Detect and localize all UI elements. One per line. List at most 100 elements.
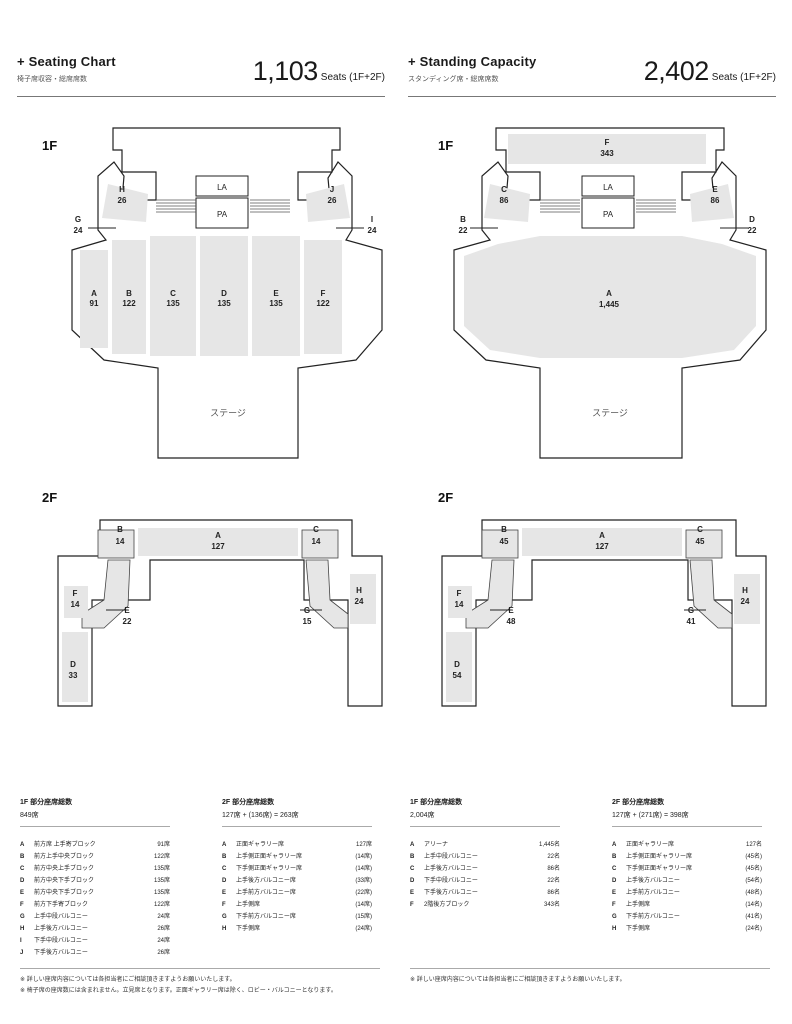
standing-2f-a-count: 127 xyxy=(595,542,609,551)
row-key: C xyxy=(410,866,415,872)
row-key: C xyxy=(612,866,617,872)
seating-1f-d-name: D xyxy=(221,289,227,298)
row-name: 前方上手中央ブロック xyxy=(34,854,95,860)
row-name: 上手後方バルコニー xyxy=(34,926,88,932)
standing-1f-f-name: F xyxy=(605,138,610,147)
seating-2f-c-name: C xyxy=(313,525,319,534)
seating-2f-h-count: 24 xyxy=(355,597,364,606)
row-key: C xyxy=(222,866,227,872)
row-value: 122席 xyxy=(153,854,170,860)
standing-1f-c-name: C xyxy=(501,185,507,194)
seating-1f-g-count: 24 xyxy=(74,226,83,235)
row-key: J xyxy=(20,950,24,956)
standing-1f-stage-label: ステージ xyxy=(592,408,628,419)
standing-2f-block-h xyxy=(734,574,760,624)
standing-2f-b-count: 45 xyxy=(500,537,509,546)
seating-1f-e-name: E xyxy=(273,289,279,298)
standing-1f-table-subtitle: 2,004席 xyxy=(410,810,560,827)
row-value: (45名) xyxy=(745,854,762,860)
row-key: A xyxy=(222,842,227,848)
seating-1f-block-a xyxy=(80,250,108,348)
seating-2f-b-count: 14 xyxy=(116,537,125,546)
standing-1f-d-name: D xyxy=(749,215,755,224)
standing-1f-map: 1F F 343 C 86 E 86 B 22 D 22 LA PA A 1,4… xyxy=(438,127,767,459)
row-value: (45名) xyxy=(745,866,762,872)
seating-chart-subtitle: 椅子席収容・総席席数 xyxy=(17,76,87,83)
row-value: 24席 xyxy=(157,914,170,920)
standing-1f-table-title: 1F 部分座席総数 xyxy=(410,799,463,806)
row-key: I xyxy=(20,938,22,944)
standing-2f-block-c xyxy=(685,529,723,559)
standing-2f-block-d xyxy=(446,632,472,702)
row-value: (22席) xyxy=(355,890,372,896)
seating-2f-g-count: 15 xyxy=(303,617,312,626)
standing-1f-d-count: 22 xyxy=(748,226,757,235)
row-key: F xyxy=(20,902,24,908)
standing-1f-pa-label: PA xyxy=(603,210,614,219)
row-name: 下手側席 xyxy=(236,926,261,932)
seating-2f-h-name: H xyxy=(356,586,362,595)
row-key: H xyxy=(612,926,617,932)
standing-1f-c-count: 86 xyxy=(500,196,509,205)
row-key: G xyxy=(222,914,227,920)
row-name: 下手中段バルコニー xyxy=(34,938,88,944)
standing-1f-block-e xyxy=(690,184,734,222)
standing-1f-block-c xyxy=(484,184,530,222)
standing-1f-b-count: 22 xyxy=(459,226,468,235)
standing-2f-table-title: 2F 部分座席総数 xyxy=(612,799,665,806)
row-value: 86名 xyxy=(547,890,560,896)
floor-maps: 1F H 26 J 26 G 24 I 24 LA PA A 91 B 122 … xyxy=(42,127,767,707)
row-value: (15席) xyxy=(355,914,372,920)
standing-1f-label: 1F xyxy=(438,138,453,153)
standing-1f-b-name: B xyxy=(460,215,466,224)
row-name: 正面ギャラリー席 xyxy=(236,842,285,848)
row-value: (24名) xyxy=(745,926,762,932)
seating-1f-j-name: J xyxy=(330,185,334,194)
seating-2f-f-count: 14 xyxy=(71,600,80,609)
standing-capacity-subtitle: スタンディング席・総席席数 xyxy=(408,76,499,83)
seating-2f-f-name: F xyxy=(73,589,78,598)
row-value: 135席 xyxy=(153,878,170,884)
seating-note-1: ※ 詳しい座席内容については各担当者にご相談頂きますようお願いいたします。 xyxy=(20,977,236,983)
row-name: 下手中段バルコニー xyxy=(424,878,478,884)
row-key: B xyxy=(410,854,415,860)
standing-2f-c-name: C xyxy=(697,525,703,534)
row-key: D xyxy=(612,878,617,884)
seating-1f-table-subtitle: 849席 xyxy=(20,810,170,827)
standing-1f-e-name: E xyxy=(712,185,718,194)
seating-1f-la-label: LA xyxy=(217,183,227,192)
row-value: 26席 xyxy=(157,950,170,956)
seating-1f-stage-label: ステージ xyxy=(210,408,246,419)
row-name: 上手側正面ギャラリー席 xyxy=(626,854,693,860)
row-name: 下手後方バルコニー xyxy=(424,890,478,896)
row-value: (14席) xyxy=(355,854,372,860)
standing-1f-f-count: 343 xyxy=(600,149,614,158)
standing-note-1: ※ 詳しい座席内容については各担当者にご相談頂きますようお願いいたします。 xyxy=(410,977,626,983)
seating-2f-a-count: 127 xyxy=(211,542,225,551)
row-name: 上手前方バルコニー席 xyxy=(236,890,296,896)
standing-1f-a-name: A xyxy=(606,289,612,298)
row-name: 上手後方バルコニー xyxy=(626,878,680,884)
seating-1f-d-count: 135 xyxy=(217,299,231,308)
standing-2f-h-count: 24 xyxy=(741,597,750,606)
row-value: 135席 xyxy=(153,866,170,872)
standing-1f-e-count: 86 xyxy=(711,196,720,205)
row-value: 343名 xyxy=(543,902,560,908)
standing-2f-h-name: H xyxy=(742,586,748,595)
standing-2f-d-name: D xyxy=(454,660,460,669)
row-name: 下手前方バルコニー xyxy=(626,914,680,920)
